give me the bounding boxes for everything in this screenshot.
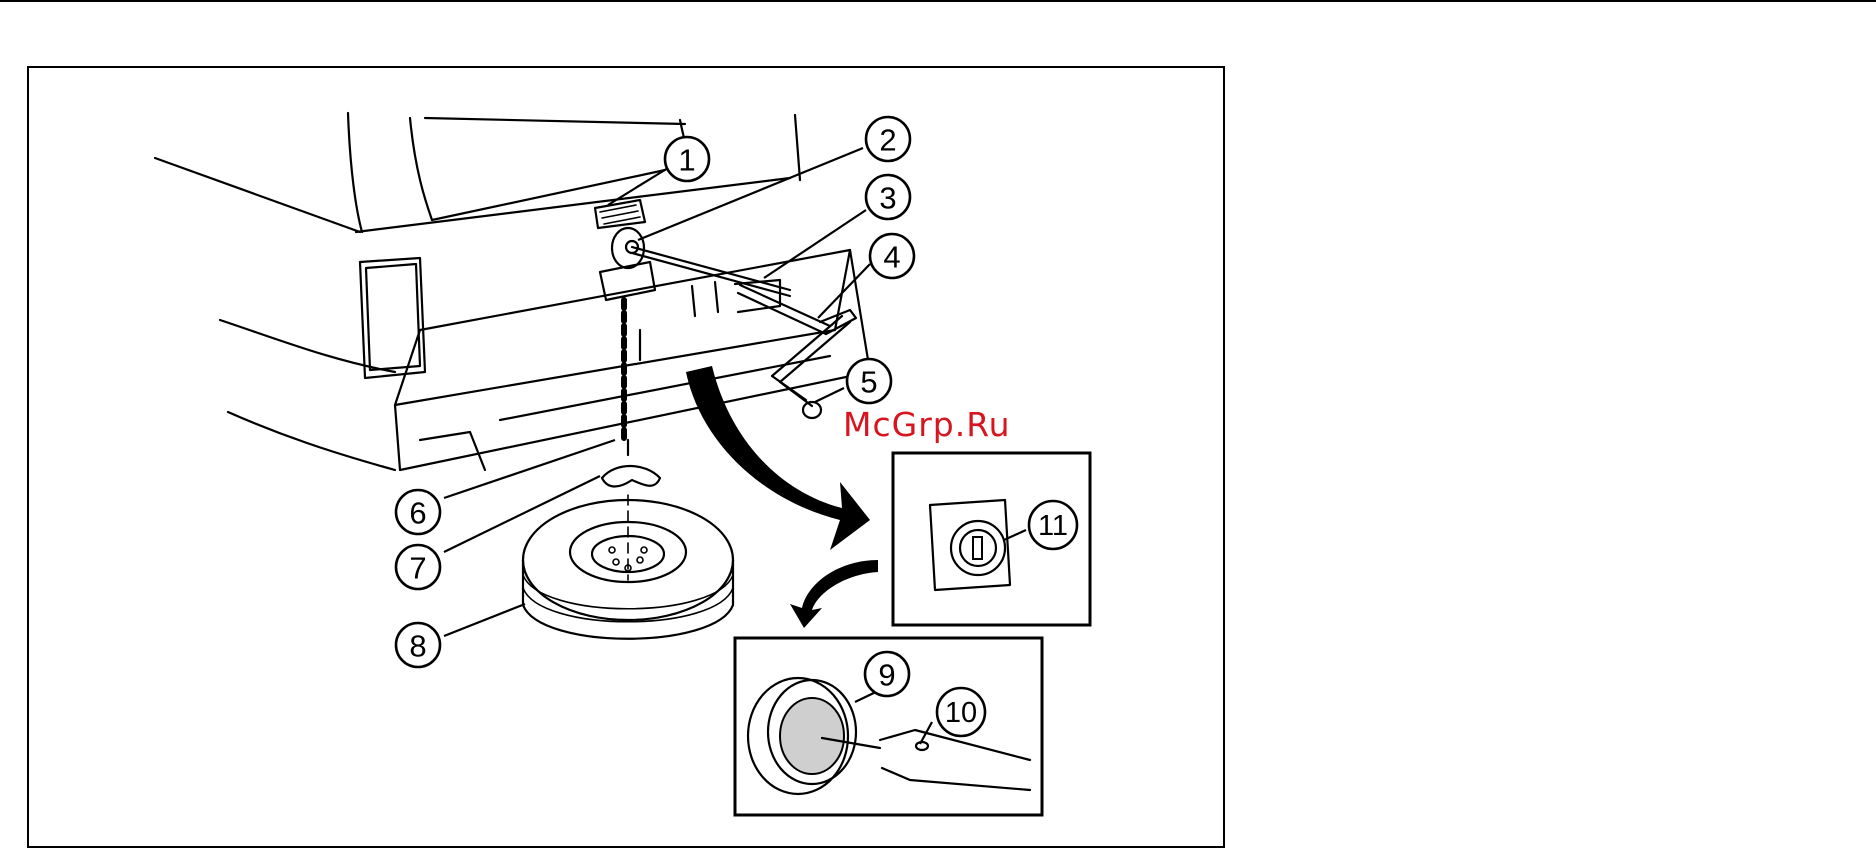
- callout-9: 9: [865, 652, 909, 696]
- curved-arrow-small: [790, 560, 878, 628]
- svg-text:4: 4: [883, 240, 900, 275]
- watermark-text: McGrp.Ru: [843, 405, 1011, 444]
- callout-10: 10: [937, 688, 985, 736]
- curved-arrow-large: [686, 366, 870, 550]
- callout-4: 4: [870, 234, 914, 278]
- svg-text:8: 8: [409, 629, 426, 664]
- callout-8: 8: [396, 623, 440, 667]
- callout-7: 7: [396, 545, 440, 589]
- svg-text:10: 10: [945, 697, 977, 729]
- callout-11: 11: [1029, 501, 1077, 549]
- svg-text:7: 7: [409, 551, 426, 586]
- callout-3: 3: [866, 175, 910, 219]
- callout-2: 2: [866, 117, 910, 161]
- svg-text:5: 5: [860, 365, 877, 400]
- jack-handle: [738, 285, 856, 418]
- vehicle-rear: [155, 113, 870, 470]
- svg-text:3: 3: [879, 181, 896, 216]
- svg-text:9: 9: [878, 658, 895, 693]
- svg-text:2: 2: [879, 123, 896, 158]
- svg-text:6: 6: [409, 496, 426, 531]
- callout-6: 6: [396, 490, 440, 534]
- svg-text:11: 11: [1038, 510, 1068, 542]
- callout-5: 5: [847, 359, 891, 403]
- svg-text:1: 1: [678, 143, 695, 178]
- callout-1: 1: [665, 137, 709, 181]
